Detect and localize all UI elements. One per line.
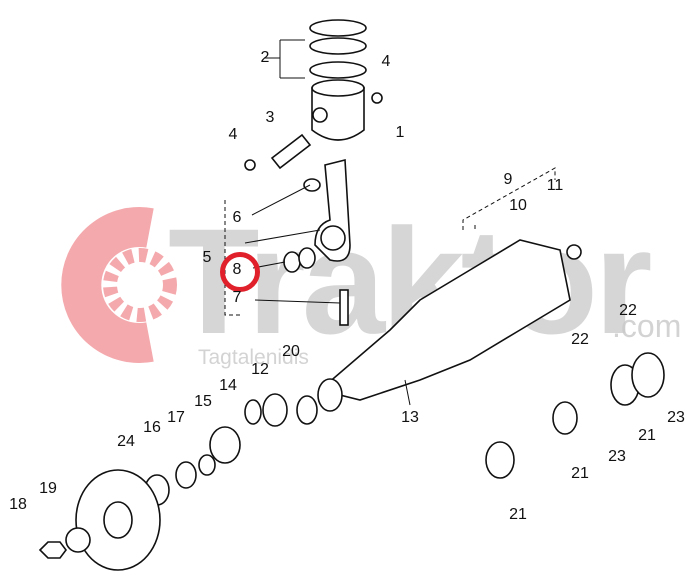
callout-22: 22 bbox=[571, 331, 589, 348]
connecting-rod-icon bbox=[314, 158, 351, 262]
pulley-icon bbox=[75, 469, 161, 571]
callout-16: 16 bbox=[143, 419, 161, 436]
callout-21: 21 bbox=[571, 465, 589, 482]
callout-4: 4 bbox=[381, 53, 391, 70]
highlight-ring bbox=[220, 252, 260, 292]
crankshaft-icon bbox=[317, 239, 571, 412]
callout-21: 21 bbox=[509, 506, 527, 523]
callout-21: 21 bbox=[638, 427, 656, 444]
callout-24: 24 bbox=[117, 433, 135, 450]
callout-1: 1 bbox=[395, 124, 405, 141]
piston-pin-icon bbox=[270, 133, 312, 170]
watermark-subtitle: Tagtalenidis bbox=[198, 346, 309, 369]
callout-19: 19 bbox=[39, 480, 57, 497]
callout-23: 23 bbox=[667, 409, 685, 426]
small-end-bush-icon bbox=[303, 178, 321, 192]
rod-bolt-icon bbox=[339, 289, 349, 326]
callout-9: 9 bbox=[503, 171, 513, 188]
callout-23: 23 bbox=[608, 448, 626, 465]
callout-6: 6 bbox=[232, 209, 242, 226]
callout-11: 11 bbox=[546, 177, 564, 194]
callout-3: 3 bbox=[265, 109, 275, 126]
circlip-icon bbox=[244, 92, 383, 171]
callout-14: 14 bbox=[219, 377, 237, 394]
callout-20: 20 bbox=[282, 343, 300, 360]
callout-10: 10 bbox=[509, 197, 527, 214]
callout-7: 7 bbox=[232, 289, 242, 306]
watermark-suffix: .com bbox=[612, 308, 682, 344]
timing-gear-icon bbox=[262, 393, 288, 427]
bearing-shell-icon bbox=[283, 247, 316, 273]
callout-15: 15 bbox=[194, 393, 212, 410]
piston-rings-icon bbox=[309, 19, 367, 79]
piston-icon bbox=[311, 79, 365, 141]
callout-17: 17 bbox=[167, 409, 185, 426]
callout-4: 4 bbox=[228, 126, 238, 143]
bearings-icon bbox=[144, 352, 665, 506]
callout-2: 2 bbox=[260, 49, 270, 66]
crankshaft-seal-icon bbox=[566, 244, 582, 260]
callout-22: 22 bbox=[619, 302, 637, 319]
callout-18: 18 bbox=[9, 496, 27, 513]
callout-13: 13 bbox=[401, 409, 419, 426]
callout-12: 12 bbox=[251, 361, 269, 378]
callout-8-highlighted: 8 bbox=[232, 261, 242, 278]
washer-nut-icon bbox=[38, 527, 91, 559]
callout-5: 5 bbox=[202, 249, 212, 266]
